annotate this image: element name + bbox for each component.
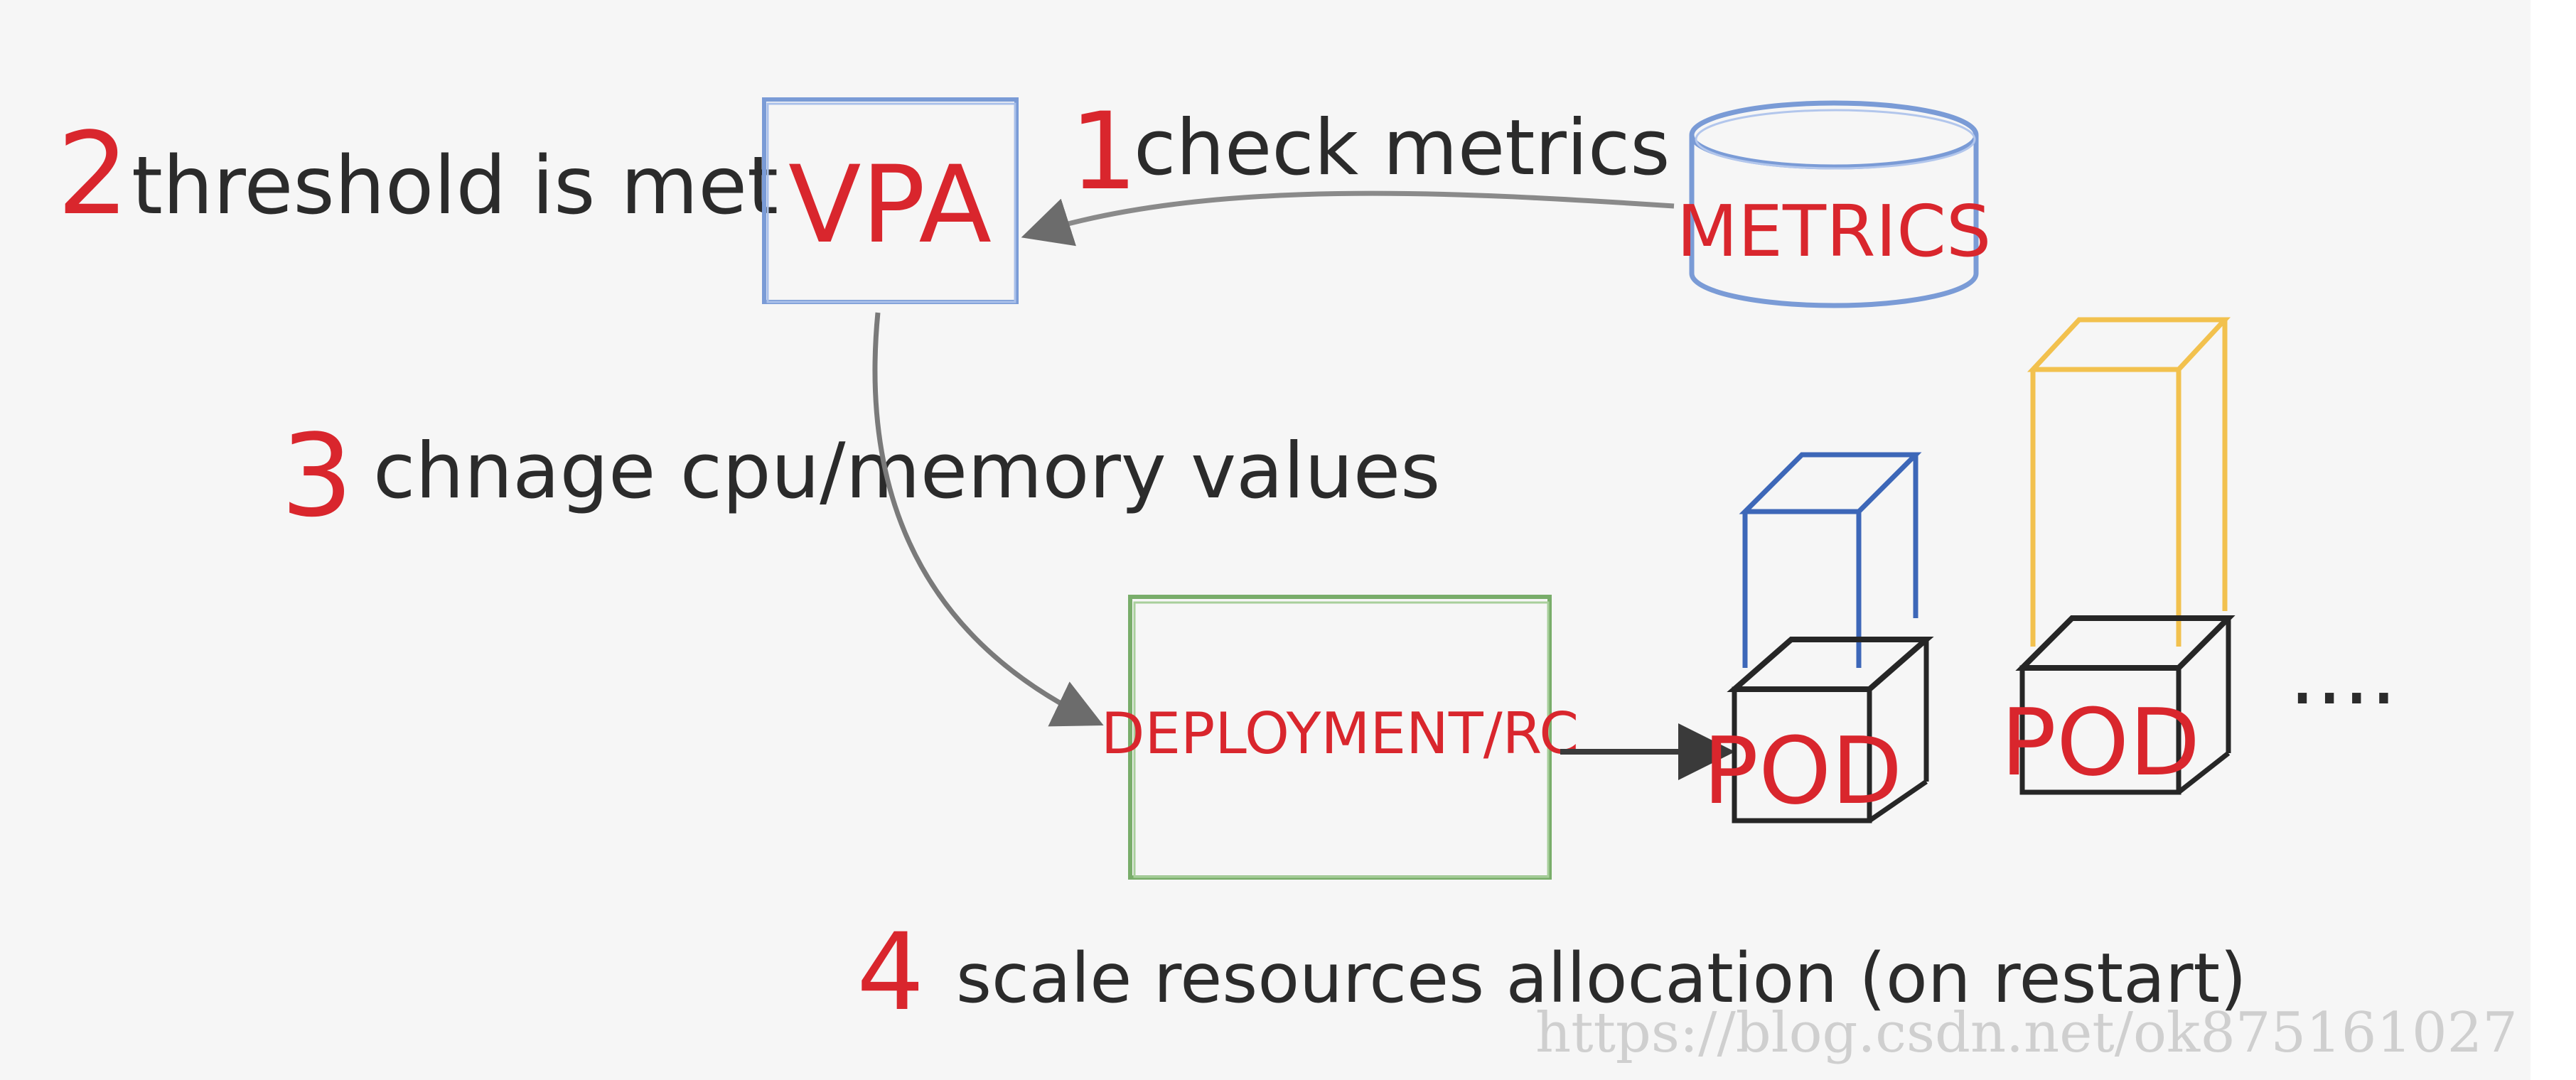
pod-1-node: POD [1703,452,1934,825]
pod-2-label: POD [2001,688,2201,796]
step-1-number: 1 [1070,90,1137,214]
arrow-vpa-to-deployment [872,312,1104,727]
pod-1-label: POD [1703,717,1903,825]
watermark: https://blog.csdn.net/ok875161027 [1535,1001,2518,1065]
deployment-label: DEPLOYMENT/RC [1101,701,1579,767]
vpa-node: VPA [762,97,1019,304]
step-2-number: 2 [57,107,129,240]
vpa-label: VPA [788,144,992,267]
step-3-number: 3 [281,409,353,542]
step-1-text: check metrics [1134,104,1670,193]
metrics-node: METRICS [1677,100,1992,308]
more-pods-ellipsis: .... [2289,625,2398,724]
step-4-text: scale resources allocation (on restart) [956,939,2247,1018]
step-3-text: chnage cpu/memory values [373,427,1440,516]
pod-2-node: POD [2001,317,2236,796]
metrics-label: METRICS [1677,190,1992,273]
arrow-metrics-to-vpa [1021,190,1675,247]
deployment-node: DEPLOYMENT/RC [1101,595,1579,880]
step-2-text: threshold is met [132,140,778,232]
step-4-number: 4 [857,911,924,1035]
